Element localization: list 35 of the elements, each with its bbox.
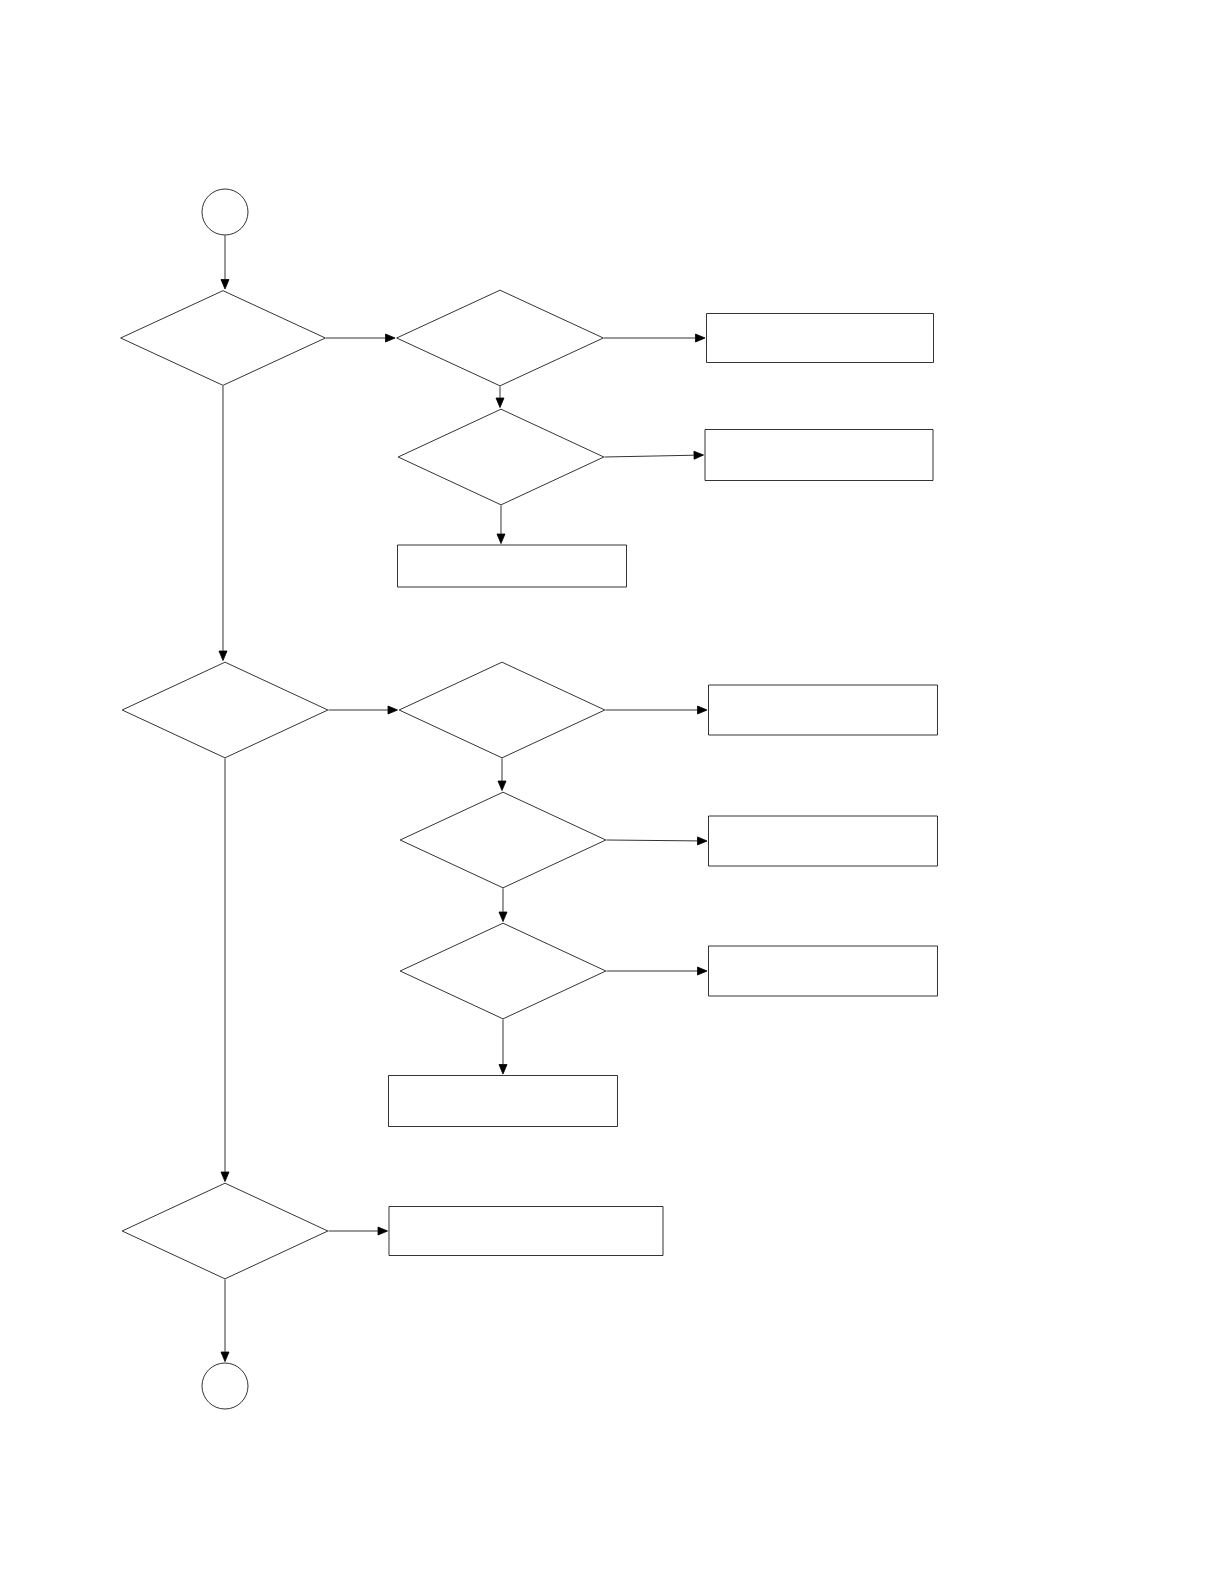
arrow: [220, 758, 230, 1182]
arrow: [328, 705, 398, 715]
arrow: [325, 333, 396, 343]
arrow: [498, 888, 508, 922]
decision-diamond: [397, 408, 605, 506]
process-box: [708, 684, 938, 736]
arrow: [606, 836, 708, 846]
process-box: [704, 429, 934, 481]
decision-diamond: [120, 290, 326, 386]
decision-diamond: [399, 922, 607, 1020]
process-box: [708, 815, 938, 867]
decision-diamond: [398, 661, 606, 759]
arrow: [606, 966, 708, 976]
arrow: [497, 758, 507, 791]
arrow: [498, 1019, 508, 1075]
terminal-circle: [201, 1362, 249, 1410]
arrow: [328, 1226, 388, 1236]
decision-diamond: [396, 289, 604, 387]
arrow: [496, 505, 506, 544]
arrow: [218, 385, 228, 661]
process-box: [708, 945, 938, 997]
arrow: [604, 450, 704, 460]
decision-diamond: [121, 661, 329, 759]
process-box: [706, 313, 934, 363]
arrow: [605, 705, 708, 715]
arrow: [603, 333, 706, 343]
decision-diamond: [399, 791, 607, 889]
process-box: [388, 1206, 664, 1256]
process-box: [388, 1075, 618, 1127]
arrow: [495, 386, 505, 408]
arrow: [220, 235, 230, 290]
arrow: [220, 1279, 230, 1362]
terminal-circle: [201, 188, 249, 236]
decision-diamond: [121, 1182, 329, 1280]
process-box: [397, 544, 627, 588]
